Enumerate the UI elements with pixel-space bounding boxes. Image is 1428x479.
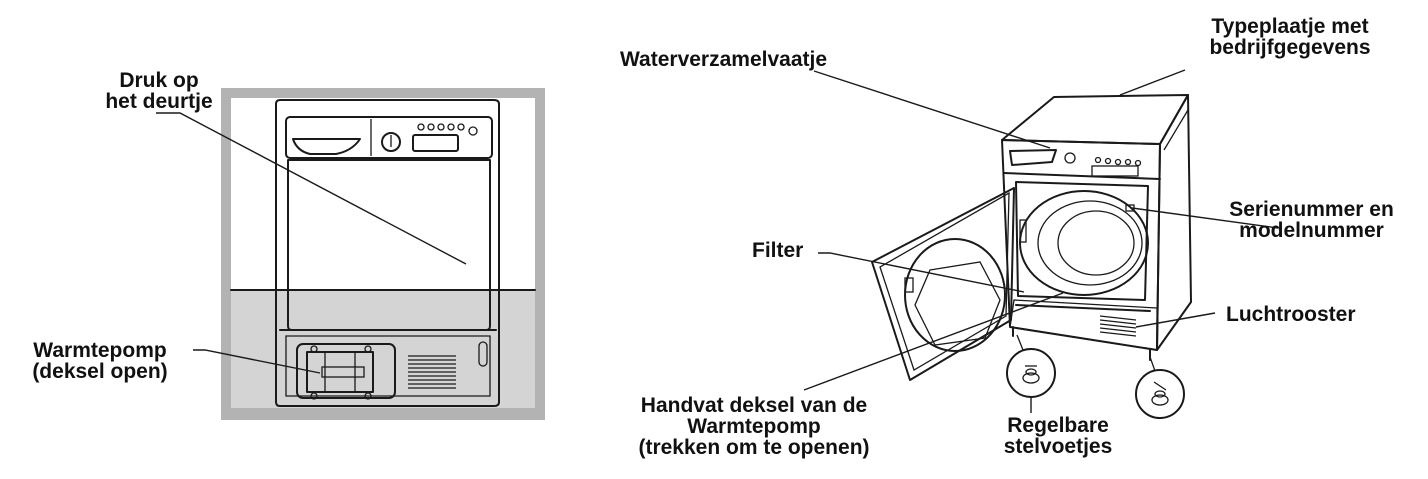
program-knob [381, 132, 401, 152]
lower-front [1009, 299, 1158, 351]
label-warmtepomp: Warmtepomp (deksel open) [0, 340, 200, 382]
floor-area [231, 290, 535, 408]
label-luchtrooster-line-1: Luchtrooster [1226, 303, 1356, 326]
label-serienummer-line-2: modelnummer [1239, 219, 1384, 242]
drawer-3d [1009, 149, 1057, 166]
label-handvat: Handvat deksel van de Warmtepomp (trekke… [594, 395, 914, 458]
door-window [904, 238, 1006, 352]
label-druk-line-1: Druk op [119, 69, 199, 92]
side-grille [1099, 315, 1137, 337]
label-filter: Filter [752, 240, 803, 261]
label-serienummer: Serienummer en modelnummer [1195, 199, 1428, 241]
label-regelbare-line-2: stelvoetjes [1003, 435, 1113, 458]
drum-rim [1019, 190, 1149, 296]
heatpump-module [306, 351, 374, 393]
front-view-dryer [221, 88, 545, 420]
perspective-dryer [871, 94, 1192, 419]
panel-buttons [417, 123, 478, 136]
label-serienummer-line-1: Serienummer en [1229, 198, 1394, 221]
label-handvat-line-1: Handvat deksel van de [640, 394, 868, 417]
top-panel [1001, 94, 1189, 145]
drum-inner [1037, 200, 1143, 286]
door-latch [1019, 219, 1027, 243]
label-filter-line-1: Filter [752, 239, 804, 262]
side-latch [478, 341, 488, 367]
label-typeplaatje: Typeplaatje met bedrijfgegevens [1155, 16, 1425, 58]
wall-area [231, 98, 535, 290]
label-waterverzamel-line-1: Waterverzamelvaatje [620, 48, 828, 71]
front-grille [408, 355, 456, 389]
label-luchtrooster: Luchtrooster [1226, 304, 1356, 325]
label-handvat-line-3: (trekken om te openen) [638, 436, 870, 459]
label-warmtepomp-line-2: (deksel open) [32, 360, 168, 383]
water-drawer-handle [292, 138, 361, 155]
knob-3d [1064, 152, 1076, 164]
label-typeplaatje-line-1: Typeplaatje met [1211, 15, 1369, 38]
label-regelbare-stelvoetjes: Regelbare stelvoetjes [978, 415, 1138, 457]
label-warmtepomp-line-1: Warmtepomp [33, 339, 167, 362]
leader-lines-left [156, 112, 467, 374]
plinth [285, 335, 491, 397]
label-typeplaatje-line-2: bedrijfgegevens [1209, 36, 1371, 59]
filter-frame [914, 261, 1001, 346]
door-opening [1015, 181, 1149, 301]
buttons-3d [1094, 156, 1142, 167]
label-regelbare-line-1: Regelbare [1007, 414, 1109, 437]
label-waterverzamelvaatje: Waterverzamelvaatje [620, 49, 827, 70]
label-handvat-line-2: Warmtepomp [687, 415, 821, 438]
heatpump-handle [321, 366, 365, 378]
heatpump-recess [296, 343, 396, 399]
display [412, 134, 459, 152]
open-door [871, 187, 1015, 381]
front-body [275, 99, 500, 407]
foot-zoom-right [1135, 369, 1185, 419]
front-face [1001, 139, 1161, 351]
control-panel [285, 116, 493, 159]
display-3d [1091, 165, 1139, 177]
label-druk-line-2: het deurtje [105, 90, 213, 113]
panel-bottom-edge [1003, 172, 1161, 180]
leader-lines-right [803, 69, 1279, 413]
label-druk-op-het-deurtje: Druk op het deurtje [84, 70, 234, 112]
